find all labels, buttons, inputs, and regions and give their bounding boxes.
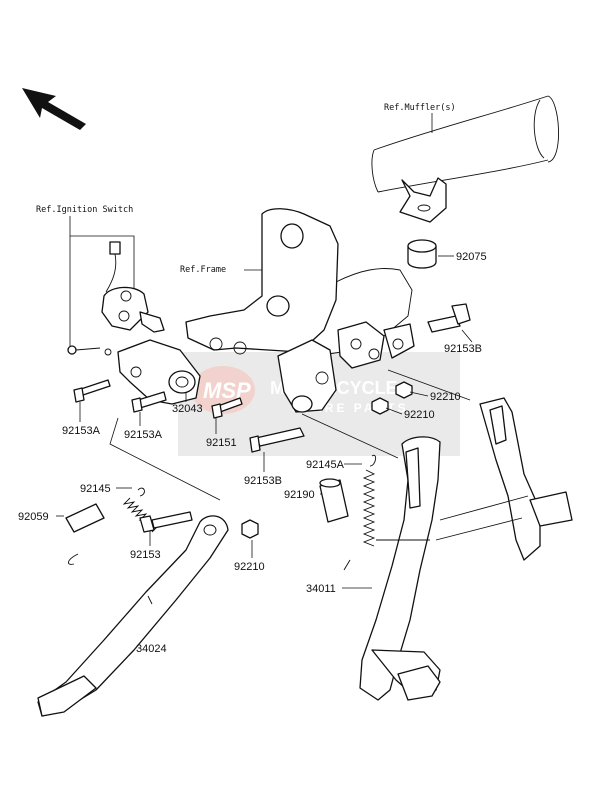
bolt-92153B-low xyxy=(249,427,305,453)
ignition-switch xyxy=(101,241,165,333)
label-34011: 34011 xyxy=(306,583,336,595)
collar-92059 xyxy=(65,503,105,533)
muffler-outline xyxy=(371,95,559,223)
small-screw xyxy=(67,345,112,356)
stand-bracket xyxy=(277,339,337,413)
rubber-damper xyxy=(407,239,437,269)
label-92210-b: 92210 xyxy=(404,409,435,421)
bolt-92153A-left xyxy=(73,379,111,403)
bolt-92153 xyxy=(139,511,193,533)
side-stand xyxy=(37,515,229,717)
label-92145A: 92145A xyxy=(306,459,345,471)
label-92210-c: 92210 xyxy=(234,561,265,573)
frame-outline xyxy=(185,208,415,369)
label-34024: 34024 xyxy=(136,643,167,655)
direction-arrow-icon xyxy=(22,88,86,130)
label-92153B-low: 92153B xyxy=(244,475,282,487)
label-92153A-left: 92153A xyxy=(62,425,101,437)
nuts-92210 xyxy=(371,381,413,415)
label-92059: 92059 xyxy=(18,511,49,523)
main-stand xyxy=(359,397,573,701)
collar-92190 xyxy=(319,478,349,523)
ref-ignition-switch-label: Ref.Ignition Switch xyxy=(36,205,133,215)
label-92151: 92151 xyxy=(206,437,237,449)
label-92153B-top: 92153B xyxy=(444,343,482,355)
bolt-92153A-mid xyxy=(131,391,167,413)
label-92190: 92190 xyxy=(284,489,315,501)
label-92075: 92075 xyxy=(456,251,487,263)
bolt-92153B-top xyxy=(427,303,471,333)
label-92153A-mid: 92153A xyxy=(124,429,163,441)
ref-muffler-label: Ref.Muffler(s) xyxy=(384,103,456,113)
label-32043: 32043 xyxy=(172,403,203,415)
nut-92210-side xyxy=(241,519,259,539)
side-stand-bracket xyxy=(117,339,201,405)
label-92153: 92153 xyxy=(130,549,161,561)
label-92210-a: 92210 xyxy=(430,391,461,403)
watermark-logo: MSP xyxy=(203,378,251,403)
spring-92145A xyxy=(343,454,377,571)
bolt-92151 xyxy=(211,397,243,419)
ref-frame-label: Ref.Frame xyxy=(180,265,226,275)
label-92145: 92145 xyxy=(80,483,111,495)
